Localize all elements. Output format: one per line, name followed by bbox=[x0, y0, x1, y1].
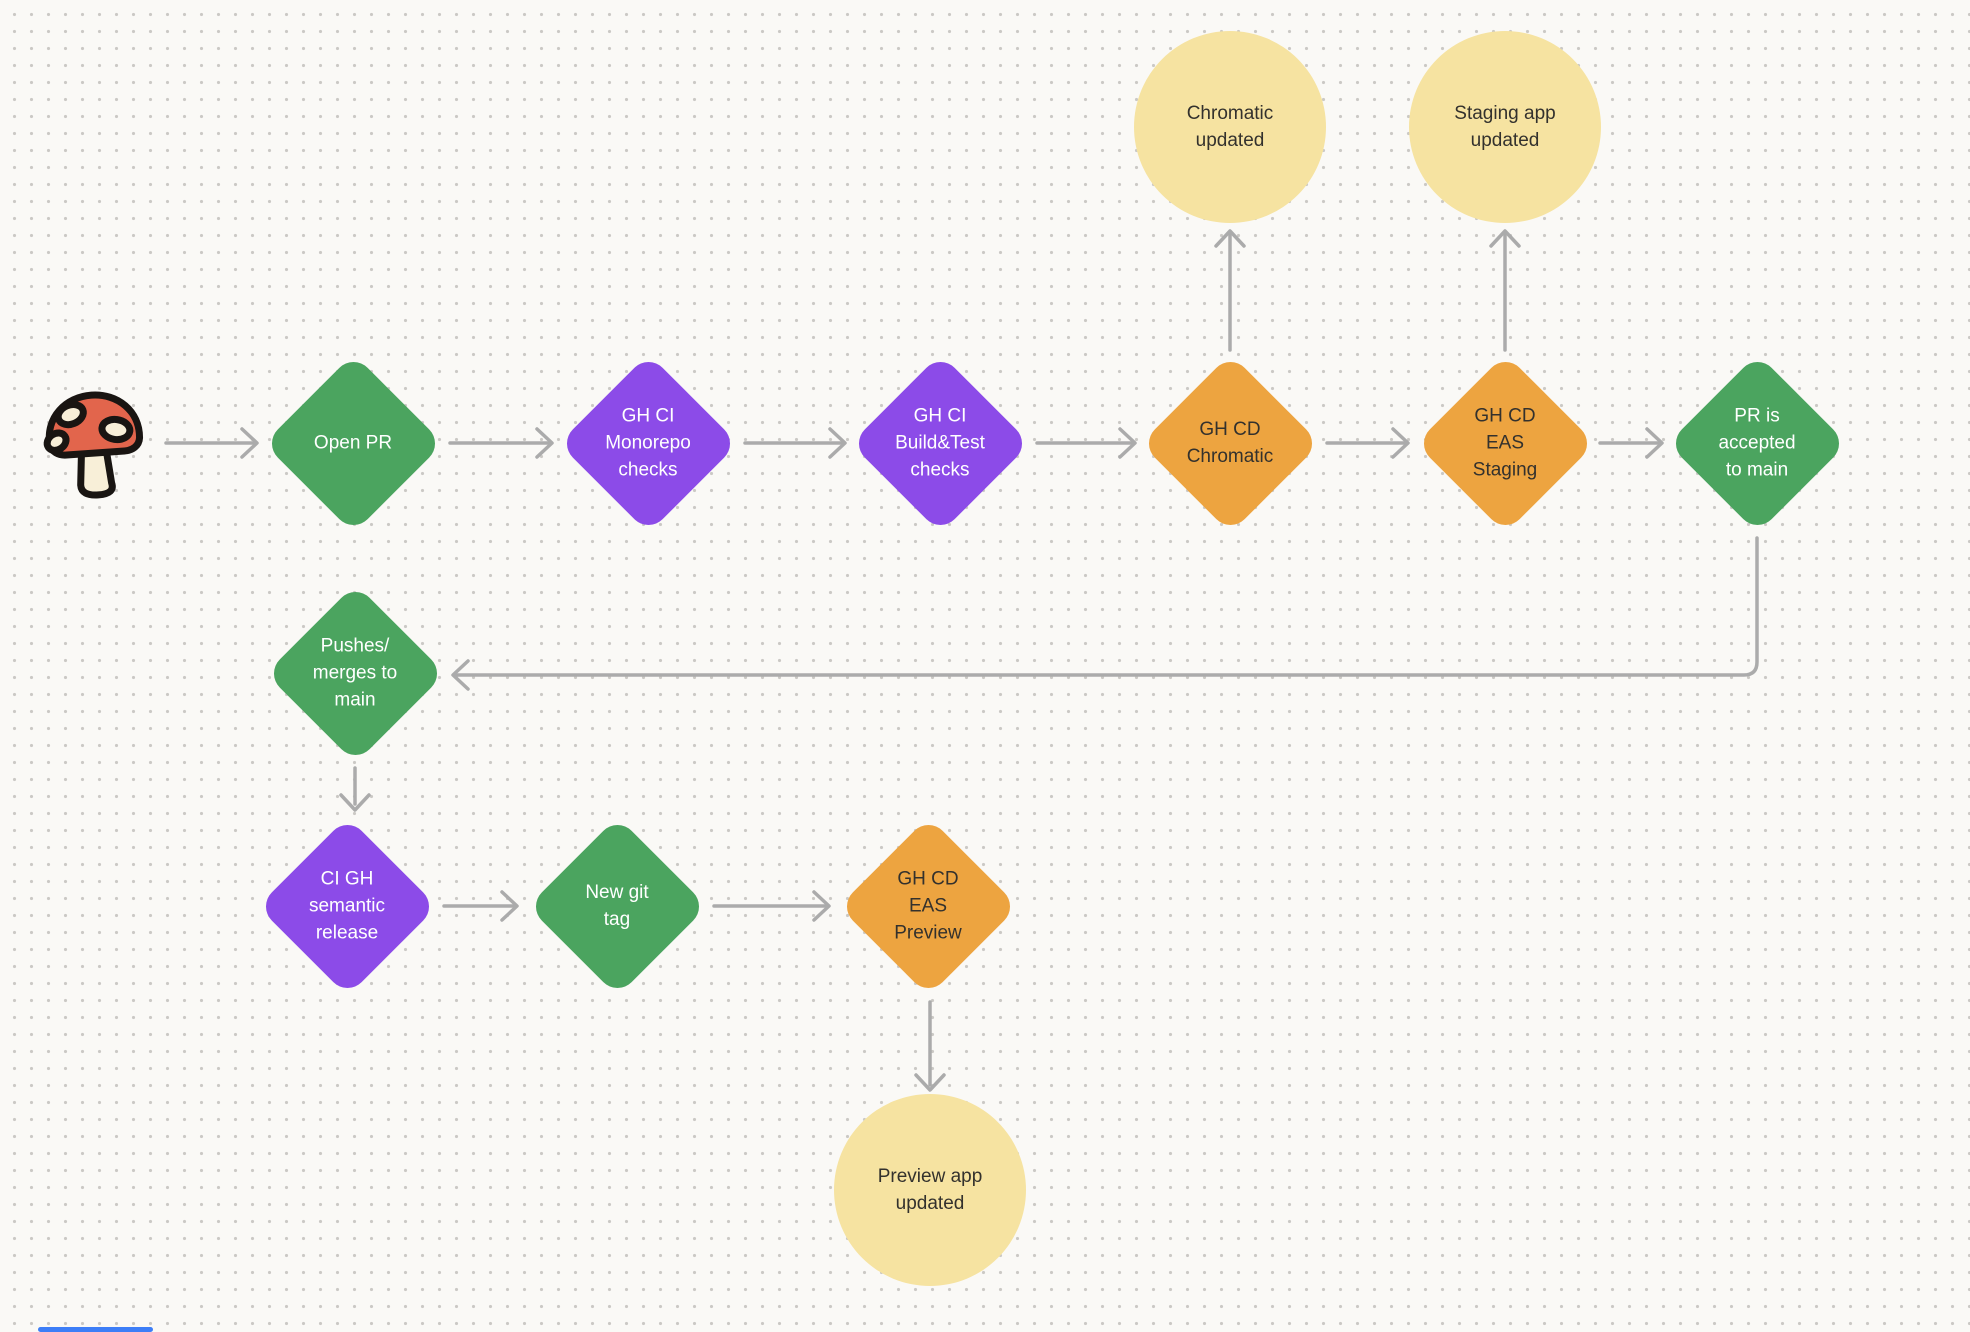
node-label: Staging app updated bbox=[1454, 103, 1556, 151]
node-label: Preview app updated bbox=[877, 1166, 983, 1214]
bottom-blue-bar[interactable] bbox=[38, 1327, 153, 1332]
connector-cd-chromatic-to-chromatic-updated[interactable] bbox=[1214, 229, 1246, 352]
mushroom-icon[interactable] bbox=[36, 380, 154, 511]
node-label: GH CI Build&Test checks bbox=[895, 405, 985, 481]
connector-semantic-release-to-new-git-tag[interactable] bbox=[442, 890, 519, 922]
node-label: CI GH semantic release bbox=[308, 868, 386, 944]
node-label: PR is accepted to main bbox=[1718, 405, 1796, 481]
connector-cd-eas-preview-to-preview-updated[interactable] bbox=[914, 1000, 946, 1092]
connector-new-git-tag-to-cd-eas-preview[interactable] bbox=[712, 890, 831, 922]
connector-mushroom-to-open-pr[interactable] bbox=[164, 427, 259, 459]
node-label: GH CI Monorepo checks bbox=[605, 405, 691, 481]
node-chromatic-updated[interactable]: Chromatic updated bbox=[1134, 31, 1326, 223]
connector-cd-eas-staging-to-staging-updated[interactable] bbox=[1489, 229, 1521, 352]
node-label: GH CD EAS Staging bbox=[1472, 405, 1538, 481]
node-label: Open PR bbox=[313, 432, 393, 454]
connector-pr-accepted-to-pushes-main[interactable] bbox=[451, 536, 1759, 691]
node-preview-updated[interactable]: Preview app updated bbox=[834, 1094, 1026, 1286]
connector-cd-eas-staging-to-pr-accepted[interactable] bbox=[1598, 427, 1664, 459]
node-label: GH CD Chromatic bbox=[1186, 419, 1274, 467]
node-staging-updated[interactable]: Staging app updated bbox=[1409, 31, 1601, 223]
connector-ci-monorepo-to-ci-build-test[interactable] bbox=[743, 427, 847, 459]
connector-pushes-main-to-semantic-release[interactable] bbox=[339, 766, 371, 812]
node-label: Pushes/ merges to main bbox=[312, 635, 398, 711]
node-label: GH CD EAS Preview bbox=[894, 868, 962, 944]
connector-cd-chromatic-to-cd-eas-staging[interactable] bbox=[1325, 427, 1410, 459]
connector-open-pr-to-ci-monorepo[interactable] bbox=[448, 427, 554, 459]
node-label: Chromatic updated bbox=[1186, 103, 1274, 151]
node-label: New git tag bbox=[585, 882, 649, 930]
connector-ci-build-test-to-cd-chromatic[interactable] bbox=[1035, 427, 1137, 459]
